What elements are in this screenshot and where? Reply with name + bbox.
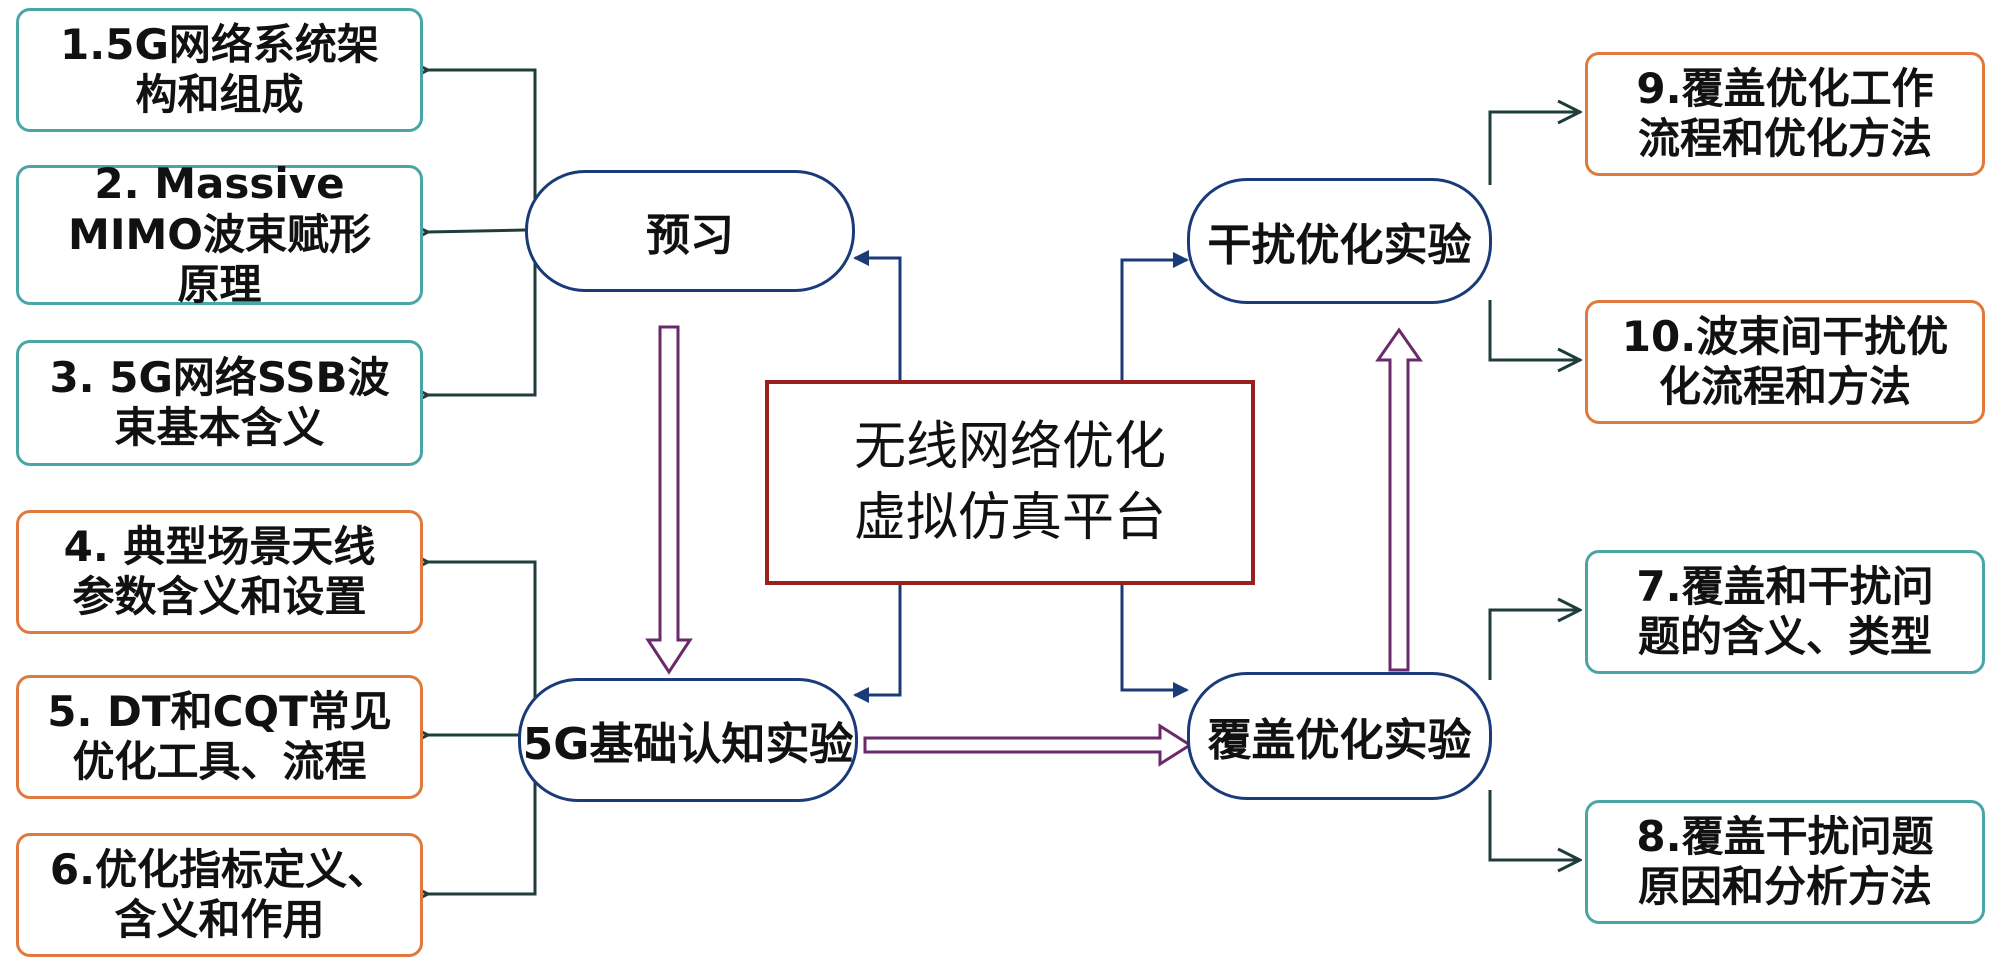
coverage-branch-lines (1488, 610, 1580, 860)
hub-coverage-label: 覆盖优化实验 (1207, 715, 1472, 766)
topic-box-2: 2. Massive MIMO波束赋形 原理 (16, 159, 423, 309)
topic-box-5: 5. DT和CQT常见 优化工具、流程 (16, 675, 423, 799)
topic-box-8-text: 8.覆盖干扰问题 原因和分析方法 (1636, 811, 1934, 911)
basic-branch-lines (428, 562, 537, 894)
center-title-line-1: 无线网络优化 (853, 417, 1166, 478)
topic-box-6: 6.优化指标定义、 含义和作用 (16, 833, 423, 957)
hub-basic: 5G基础认知实验 (518, 678, 858, 802)
center-title-line-2: 虚拟仿真平台 (853, 487, 1166, 548)
topic-box-10: 10.波束间干扰优 化流程和方法 (1585, 300, 1985, 424)
hub-interference-label: 干扰优化实验 (1207, 220, 1472, 271)
topic-box-7: 7.覆盖和干扰问 题的含义、类型 (1585, 550, 1985, 674)
topic-box-9-text: 9.覆盖优化工作 流程和优化方法 (1636, 63, 1934, 163)
center-links (853, 250, 1189, 703)
topic-box-1-text: 1.5G网络系统架 构和组成 (60, 19, 379, 119)
topic-box-6-text: 6.优化指标定义、 含义和作用 (49, 844, 390, 944)
interference-branch-lines (1488, 112, 1580, 360)
topic-box-1: 1.5G网络系统架 构和组成 (16, 8, 423, 132)
topic-box-4-text: 4. 典型场景天线 参数含义和设置 (63, 521, 376, 621)
hub-preview-label: 预习 (646, 210, 734, 261)
hub-coverage: 覆盖优化实验 (1187, 672, 1492, 800)
topic-box-3: 3. 5G网络SSB波 束基本含义 (16, 340, 423, 466)
preview-branch-lines (428, 70, 537, 395)
topic-box-3-text: 3. 5G网络SSB波 束基本含义 (49, 352, 390, 452)
topic-box-8: 8.覆盖干扰问题 原因和分析方法 (1585, 800, 1985, 924)
topic-box-4: 4. 典型场景天线 参数含义和设置 (16, 510, 423, 634)
hollow-arrows (645, 325, 1423, 767)
hub-preview: 预习 (525, 170, 855, 292)
topic-box-9: 9.覆盖优化工作 流程和优化方法 (1585, 52, 1985, 176)
topic-box-7-text: 7.覆盖和干扰问 题的含义、类型 (1636, 561, 1934, 661)
hub-interference: 干扰优化实验 (1187, 178, 1492, 304)
topic-box-5-text: 5. DT和CQT常见 优化工具、流程 (47, 686, 392, 786)
hub-basic-label: 5G基础认知实验 (522, 719, 854, 770)
center-platform-box: 无线网络优化 虚拟仿真平台 (765, 380, 1255, 585)
topic-box-2-text: 2. Massive MIMO波束赋形 原理 (68, 159, 371, 310)
topic-box-10-text: 10.波束间干扰优 化流程和方法 (1621, 311, 1949, 411)
